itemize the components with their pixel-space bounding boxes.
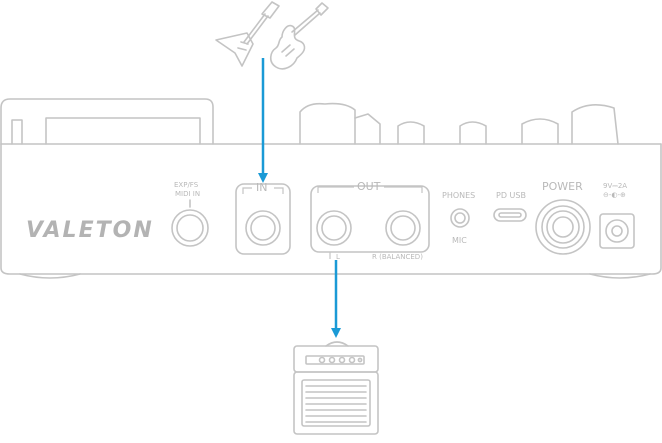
power-button	[535, 199, 591, 255]
pedal-body	[0, 143, 662, 279]
midi-in-label: MIDI IN	[175, 190, 201, 198]
label-brackets	[242, 186, 423, 259]
usb-port	[493, 208, 527, 222]
power-label: POWER	[542, 180, 583, 193]
dc-rating-label: 9V⎓2A	[603, 182, 628, 190]
in-label: IN	[256, 181, 268, 194]
amplifier-icon	[293, 341, 379, 435]
right-output-label: R (BALANCED)	[372, 253, 423, 261]
pedal-top	[0, 98, 619, 145]
flying-v-guitar-icon	[215, 1, 280, 67]
brand-logo: VALETON	[26, 218, 154, 243]
phones-label: PHONES	[442, 191, 476, 200]
dc-input-jack	[599, 213, 635, 249]
exp-label: EXP/FS	[174, 181, 199, 189]
exp-midi-in-jack	[171, 199, 209, 247]
left-output-label: L	[336, 253, 340, 261]
input-jack	[235, 183, 291, 255]
signal-arrows	[258, 58, 341, 338]
mic-label: MIC	[452, 236, 467, 245]
out-label: OUT	[357, 180, 381, 193]
usb-label: PD USB	[496, 191, 526, 200]
output-jacks	[310, 185, 430, 253]
dc-polarity-label: ⊖-◐-⊕	[603, 191, 626, 199]
electric-guitar-icon	[269, 2, 329, 70]
phones-mic-jack	[450, 208, 470, 228]
